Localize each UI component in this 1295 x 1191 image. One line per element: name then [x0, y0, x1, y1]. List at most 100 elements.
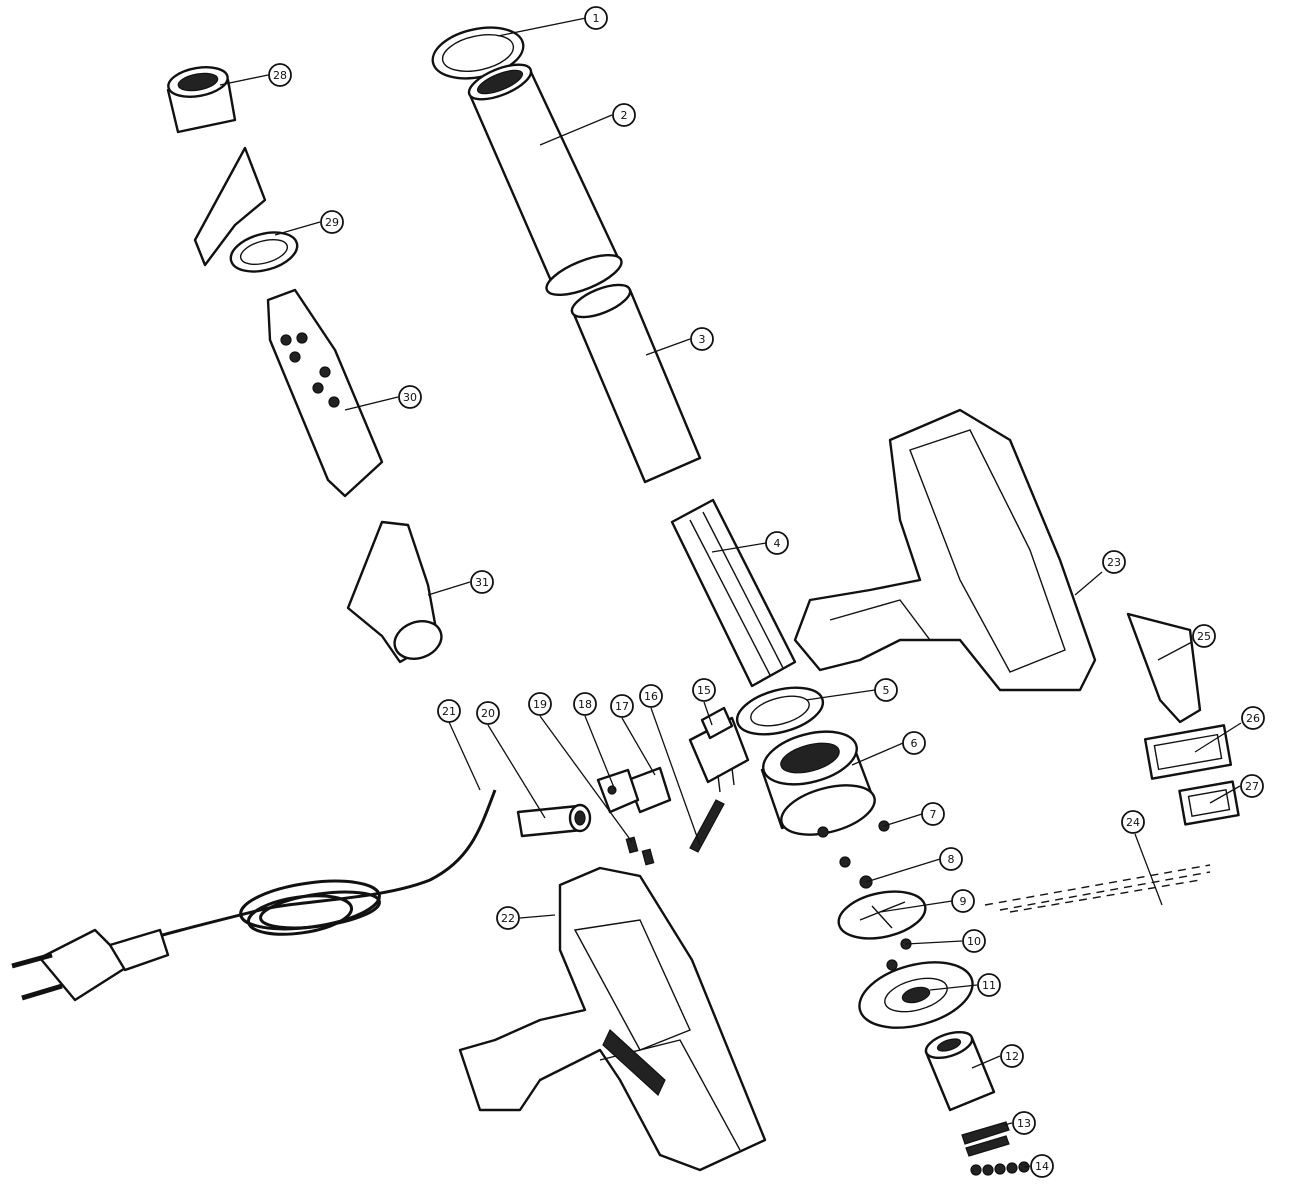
callout-21: 21 — [437, 699, 461, 723]
callout-number: 10 — [967, 935, 981, 948]
callout-23: 23 — [1102, 550, 1126, 574]
callout-number: 4 — [774, 537, 781, 550]
part-8-nuts — [839, 856, 873, 889]
callout-number: 29 — [325, 216, 339, 229]
part-13-brushes — [961, 1121, 1010, 1157]
callout-circle — [921, 802, 945, 826]
callout-circle — [1012, 1111, 1036, 1135]
callout-circle — [1000, 1044, 1024, 1068]
part-19-screws — [625, 836, 655, 866]
callout-number: 8 — [948, 853, 955, 866]
callout-number: 26 — [1246, 712, 1260, 725]
part-16-spring — [689, 799, 725, 853]
part-31-slot-nozzle — [346, 520, 443, 664]
callout-29: 29 — [320, 210, 344, 234]
callout-number: 20 — [481, 707, 495, 720]
part-25-label-plate — [1126, 612, 1202, 724]
part-28-nozzle-cap — [166, 66, 237, 134]
part-5-mica-ring — [735, 686, 825, 736]
callout-number: 14 — [1035, 1160, 1049, 1173]
part-4-heating-element — [670, 498, 797, 688]
callout-22: 22 — [496, 906, 520, 930]
callout-27: 27 — [1240, 774, 1264, 798]
callout-6: 6 — [902, 731, 926, 755]
callout-circle — [1240, 774, 1264, 798]
callout-number: 3 — [699, 333, 706, 346]
part-18-terminal — [596, 768, 640, 814]
part-11-motor-bracket — [858, 961, 974, 1029]
callout-16: 16 — [639, 684, 663, 708]
part-9-fan — [837, 890, 927, 940]
callout-circle — [977, 973, 1001, 997]
callout-24: 24 — [1121, 810, 1145, 834]
callout-9: 9 — [951, 889, 975, 913]
callout-circle — [612, 103, 636, 127]
callout-4: 4 — [765, 531, 789, 555]
part-2-outer-tube — [467, 63, 623, 297]
callout-circle — [1192, 624, 1216, 648]
callout-1: 1 — [584, 6, 608, 30]
callout-number: 22 — [501, 912, 515, 925]
part-20-cable-sleeve — [516, 803, 592, 838]
callout-2: 2 — [612, 103, 636, 127]
part-1-ring — [431, 26, 525, 80]
callout-3: 3 — [690, 327, 714, 351]
callout-15: 15 — [692, 678, 716, 702]
callout-11: 11 — [977, 973, 1001, 997]
callout-circle — [939, 847, 963, 871]
callout-number: 19 — [533, 698, 547, 711]
part-26-label — [1143, 724, 1233, 780]
part-3-inner-tube — [570, 283, 702, 484]
part-12-motor — [924, 1030, 996, 1112]
callout-10: 10 — [962, 929, 986, 953]
callout-28: 28 — [268, 63, 292, 87]
callout-circle — [584, 6, 608, 30]
callout-number: 9 — [960, 895, 967, 908]
callout-20: 20 — [476, 701, 500, 725]
callout-number: 31 — [475, 576, 489, 589]
callout-number: 27 — [1245, 780, 1259, 793]
callout-circle — [962, 929, 986, 953]
callout-circle — [951, 889, 975, 913]
callout-12: 12 — [1000, 1044, 1024, 1068]
callout-circle — [690, 327, 714, 351]
callout-number: 25 — [1197, 630, 1211, 643]
callout-number: 18 — [578, 698, 592, 711]
callout-13: 13 — [1012, 1111, 1036, 1135]
part-22-left-housing — [458, 866, 767, 1172]
part-30-flat-nozzle — [266, 288, 384, 498]
callout-circle — [1121, 810, 1145, 834]
callout-number: 6 — [911, 737, 918, 750]
callout-circle — [573, 692, 597, 716]
callout-circle — [902, 731, 926, 755]
callout-circle — [470, 570, 494, 594]
callout-circle — [765, 531, 789, 555]
part-21-power-cord — [11, 789, 497, 1002]
callouts: 1234567891011121314151617181920212223242… — [268, 6, 1265, 1178]
callout-circle — [1241, 706, 1265, 730]
callout-circle — [398, 385, 422, 409]
callout-26: 26 — [1241, 706, 1265, 730]
callout-circle — [610, 694, 634, 718]
part-27-label — [1178, 780, 1240, 826]
callout-circle — [1102, 550, 1126, 574]
part-23-right-housing — [793, 408, 1097, 692]
part-15-switch — [688, 706, 750, 793]
callout-17: 17 — [610, 694, 634, 718]
callout-5: 5 — [874, 678, 898, 702]
callout-circle — [437, 699, 461, 723]
callout-number: 28 — [273, 69, 287, 82]
callout-7: 7 — [921, 802, 945, 826]
part-6-fan-housing — [760, 730, 876, 836]
callout-14: 14 — [1030, 1154, 1054, 1178]
callout-circle — [268, 63, 292, 87]
callout-30: 30 — [398, 385, 422, 409]
callout-circle — [496, 906, 520, 930]
part-14-bead-row — [970, 1161, 1030, 1176]
callout-number: 5 — [883, 684, 890, 697]
callout-18: 18 — [573, 692, 597, 716]
callout-number: 1 — [593, 12, 600, 25]
callout-31: 31 — [470, 570, 494, 594]
